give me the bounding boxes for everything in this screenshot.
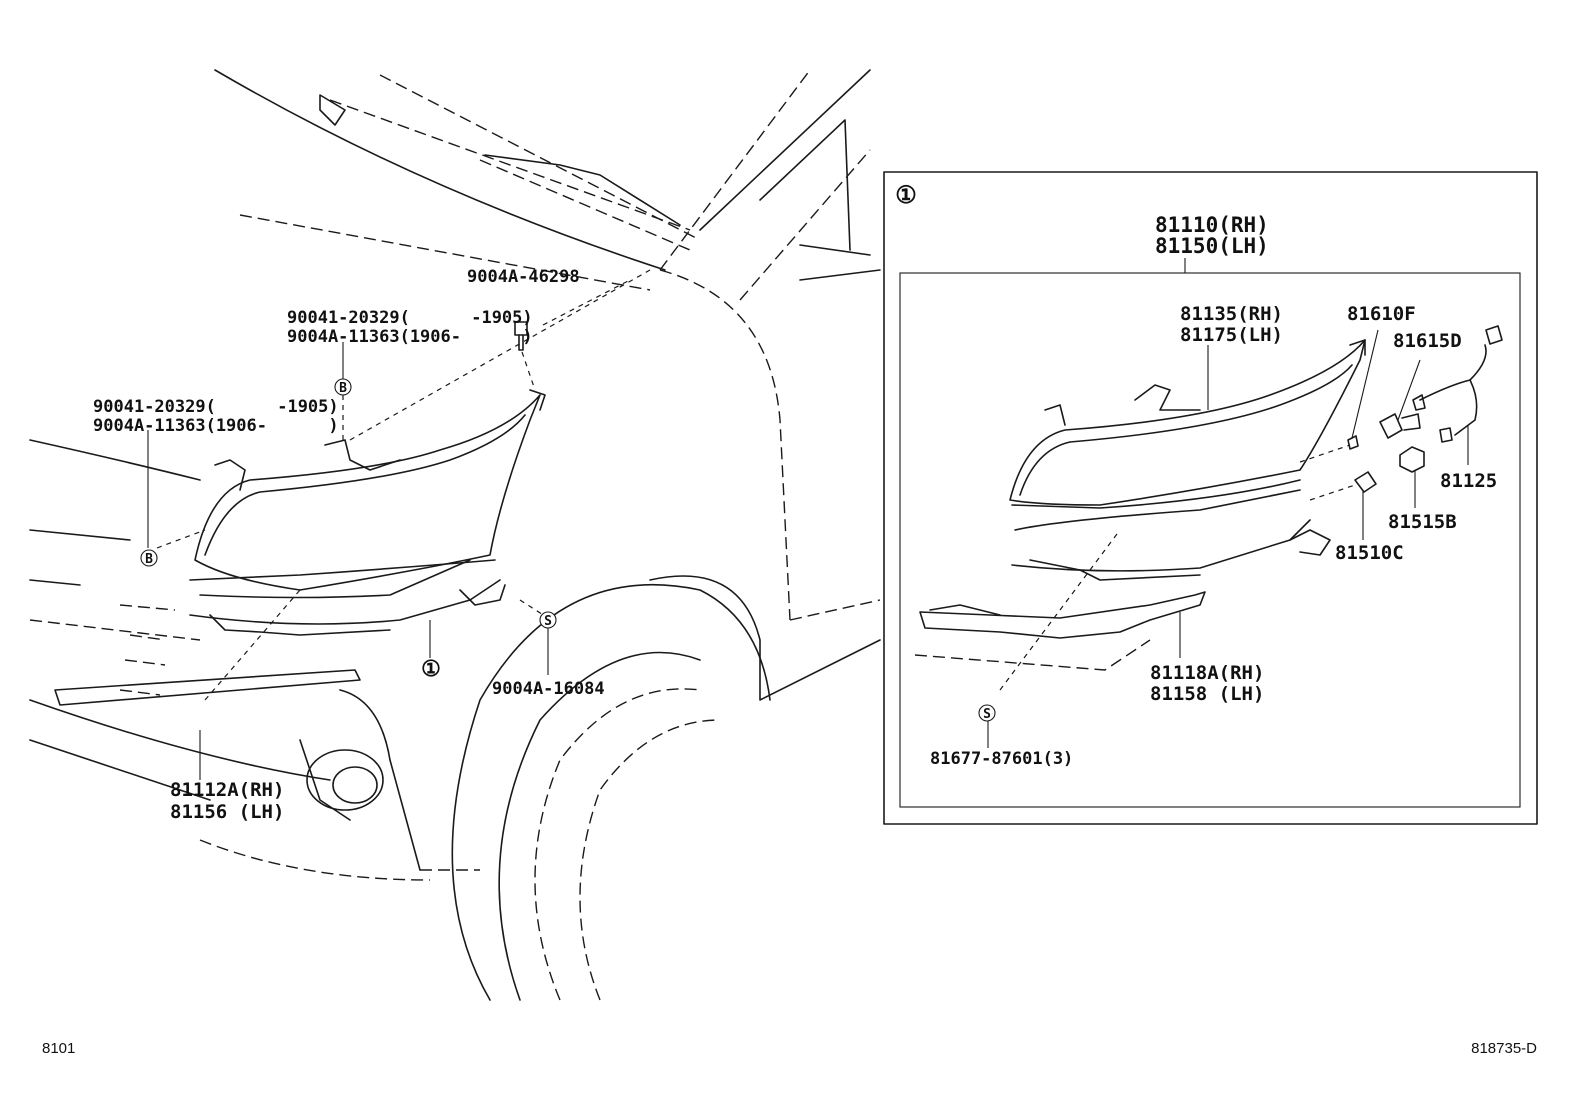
footer-left-code: 8101 <box>42 1040 75 1057</box>
footer-right-code: 818735-D <box>1471 1040 1537 1057</box>
detail-components <box>1347 325 1503 493</box>
detail-marker-s: S <box>978 704 996 722</box>
label-garnish-lh: 81158 (LH) <box>1150 683 1264 705</box>
label-bolt-b-lower-1: 90041-20329( -1905) <box>93 397 339 417</box>
label-trim-lh: 81156 (LH) <box>170 801 284 823</box>
svg-text:S: S <box>544 614 552 629</box>
svg-text:B: B <box>339 381 347 396</box>
main-leaders <box>147 269 651 780</box>
marker-1-main: ① <box>421 657 441 682</box>
detail-garnish <box>914 591 1206 671</box>
marker-b-upper: B <box>334 378 352 396</box>
label-assembly-lh: 81150(LH) <box>1155 234 1269 258</box>
label-lens-lh: 81175(LH) <box>1180 324 1283 346</box>
label-wire: 81125 <box>1440 470 1497 492</box>
label-bolt-b-upper-1: 90041-20329( -1905) <box>287 308 533 328</box>
label-socket-b: 81515B <box>1388 511 1457 533</box>
label-bolt-top: 9004A-46298 <box>467 267 580 287</box>
label-trim-rh: 81112A(RH) <box>170 779 284 801</box>
vehicle-outline <box>29 69 881 1001</box>
marker-s-main: S <box>539 611 557 629</box>
label-garnish-rh: 81118A(RH) <box>1150 662 1264 684</box>
label-bulb-c: 81510C <box>1335 542 1404 564</box>
label-socket: 81615D <box>1393 330 1462 352</box>
detail-box: ① <box>883 171 1538 825</box>
detail-leaders <box>987 329 1469 748</box>
svg-text:S: S <box>983 707 991 722</box>
label-screw-bottom: 9004A-16084 <box>492 679 605 699</box>
detail-headlamp <box>1009 339 1366 581</box>
label-bulb: 81610F <box>1347 303 1416 325</box>
label-bolt-b-lower-2: 9004A-11363(1906- ) <box>93 416 339 436</box>
label-bolt-b-upper-2: 9004A-11363(1906- ) <box>287 327 533 347</box>
label-screw-detail: 81677-87601(3) <box>930 749 1073 769</box>
detail-marker: ① <box>895 181 917 209</box>
marker-b-lower: B <box>140 549 158 567</box>
svg-text:B: B <box>145 552 153 567</box>
main-headlamp <box>189 389 546 636</box>
label-assembly-rh: 81110(RH) <box>1155 213 1269 237</box>
label-lens-rh: 81135(RH) <box>1180 303 1283 325</box>
